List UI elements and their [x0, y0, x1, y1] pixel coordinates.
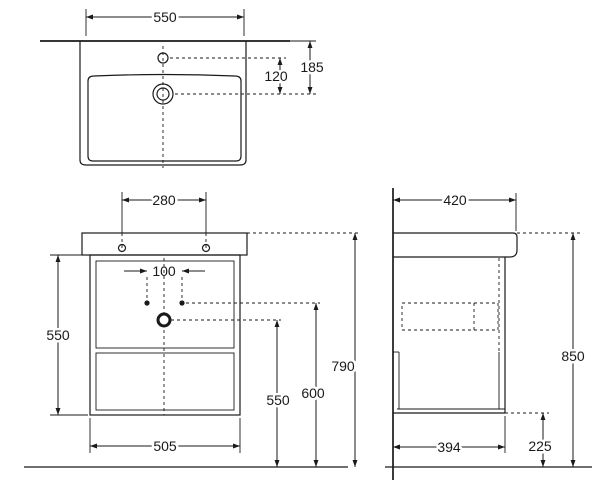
- top-view: 550 120 185: [40, 7, 326, 168]
- drain-inner-ring: [156, 87, 170, 101]
- cabinet-depth-label: 394: [437, 439, 461, 455]
- drawer-box-hidden: [401, 302, 499, 331]
- side-view: 420 394 225 850: [385, 188, 592, 480]
- tap-hole: [157, 52, 169, 64]
- drain-height-label: 550: [266, 392, 290, 408]
- supply-point-left: [144, 300, 150, 306]
- overall-height-front-label: 790: [331, 358, 355, 374]
- cabinet-front-outline: [89, 254, 241, 416]
- tap-to-drain-label: 120: [264, 68, 288, 84]
- overall-height-side-label: 850: [561, 348, 585, 364]
- drain-outer-ring: [152, 83, 174, 105]
- wall-to-drain-label: 185: [300, 59, 324, 75]
- cabinet-width-label: 505: [153, 438, 177, 454]
- basin-front-profile: [81, 232, 248, 256]
- floor-clearance-label: 225: [528, 438, 552, 454]
- tap-spacing-label: 280: [152, 192, 176, 208]
- tap-hole-left-marker: [117, 243, 127, 253]
- cabinet-height-label: 550: [46, 327, 70, 343]
- top-width-label: 550: [153, 9, 177, 25]
- basin-outline: [79, 41, 247, 166]
- supply-point-right: [179, 300, 185, 306]
- basin-depth-label: 420: [443, 192, 467, 208]
- upper-drawer-front: [95, 260, 235, 349]
- lower-drawer-front: [95, 352, 235, 411]
- tap-hole-right-marker: [201, 243, 211, 253]
- front-drain: [156, 312, 172, 328]
- basin-side-profile: [393, 232, 518, 258]
- supply-height-label: 600: [301, 385, 325, 401]
- basin-bowl: [87, 73, 242, 162]
- front-view: 280 100 550 505 550 600 790: [24, 190, 359, 468]
